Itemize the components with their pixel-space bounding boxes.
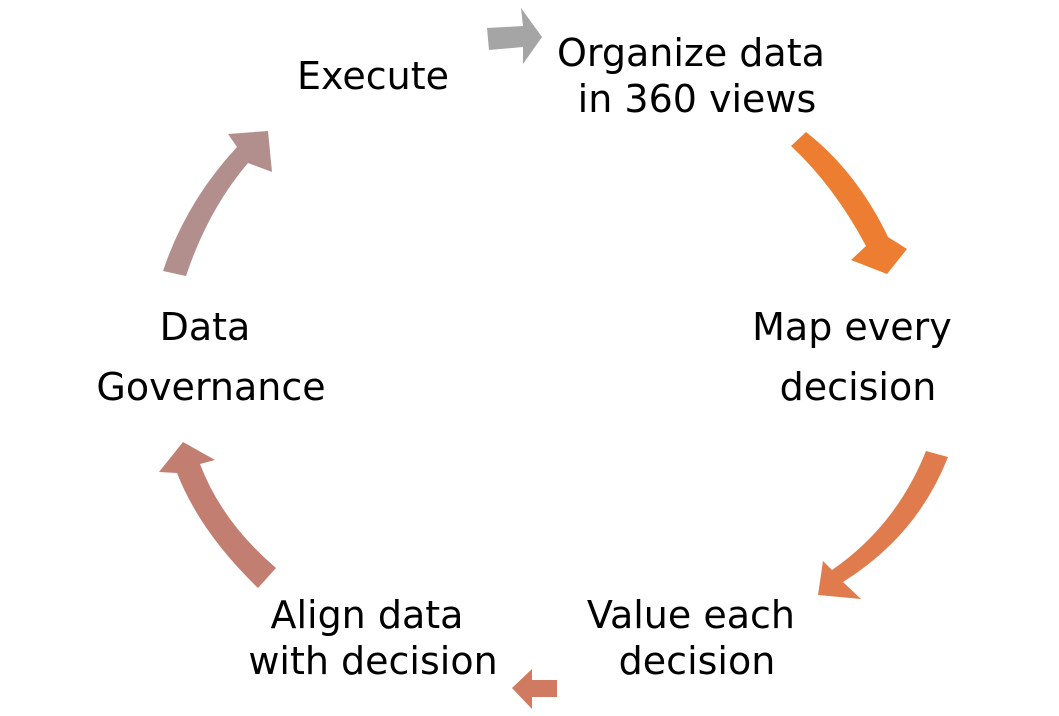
node-map-line-2: decision — [780, 365, 937, 409]
node-governance-line-1: Data — [160, 305, 251, 349]
node-align-line-1: Align data — [270, 593, 463, 637]
node-execute: Execute — [297, 54, 449, 98]
node-organize-line-1: Organize data — [557, 31, 825, 75]
arrow-map-to-value — [818, 451, 948, 599]
arrow-execute-to-organize — [487, 8, 542, 64]
node-governance-line-2: Governance — [96, 365, 325, 409]
node-organize-line-2: in 360 views — [578, 77, 817, 121]
arrow-value-to-align — [512, 669, 557, 709]
node-execute-line-1: Execute — [297, 54, 449, 98]
node-organize: Organize data in 360 views — [557, 31, 837, 121]
node-align: Align data with decision — [248, 593, 497, 683]
arrow-organize-to-map — [791, 132, 907, 274]
node-value-line-1: Value each — [587, 593, 795, 637]
arrow-governance-to-execute — [163, 131, 272, 276]
node-value: Value each decision — [587, 593, 807, 683]
node-map-line-1: Map every — [752, 305, 952, 349]
node-align-line-2: with decision — [248, 639, 497, 683]
node-map: Map every decision — [752, 305, 964, 409]
node-value-line-2: decision — [619, 639, 776, 683]
arrow-align-to-governance — [159, 442, 276, 588]
node-governance: Data Governance — [96, 305, 325, 409]
